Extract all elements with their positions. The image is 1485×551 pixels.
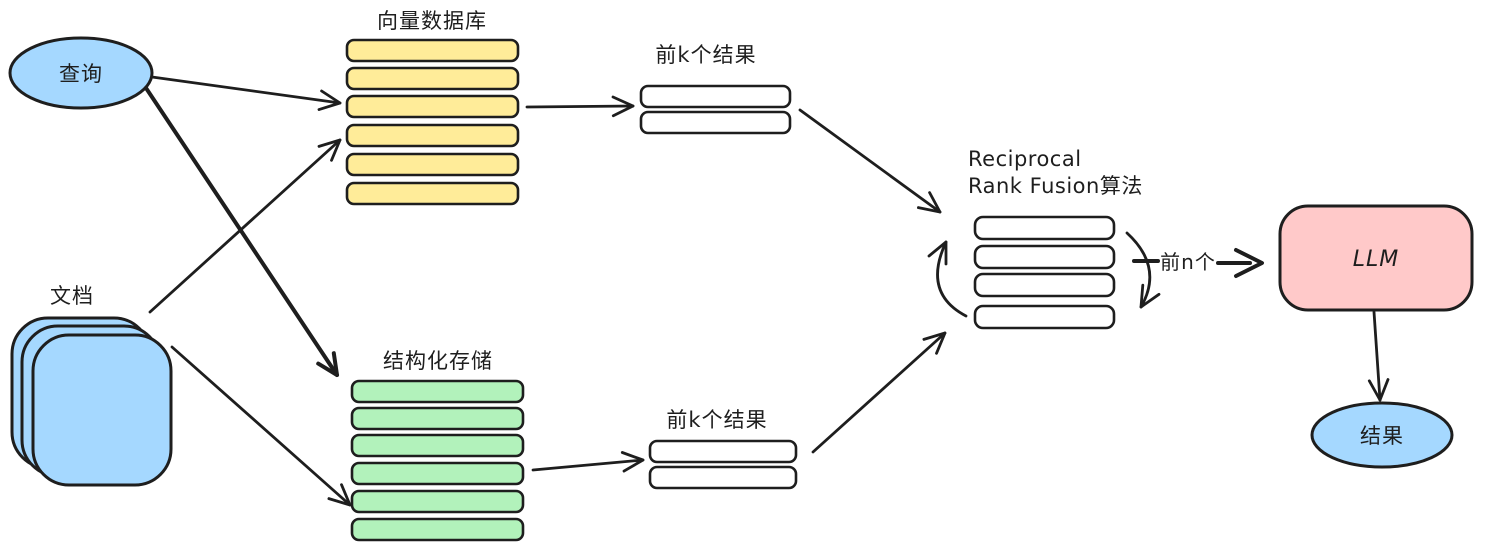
documents-label: 文档: [50, 284, 94, 308]
topk-vector-node: 前k个结果: [639, 43, 792, 135]
topk-structured-bar: [648, 465, 798, 490]
llm-box: [1278, 204, 1474, 312]
rrf-cycle-arrow-left: [927, 240, 968, 318]
vector-db-bar: [345, 38, 520, 63]
query-ellipse: [8, 36, 154, 110]
arrow-topk-structured-to-rrf: [811, 331, 947, 454]
top-n-edge-label: 前n个: [1160, 250, 1216, 274]
rrf-label-line1: Reciprocal: [968, 147, 1082, 171]
vector-db-bar: [345, 123, 520, 148]
vector-db-label: 向量数据库: [377, 9, 487, 33]
rrf-label-line2: Rank Fusion算法: [968, 174, 1143, 198]
structured-storage-node: 结构化存储: [350, 349, 525, 542]
vector-db-bar: [345, 94, 520, 119]
arrow-query-to-vector-db: [150, 75, 342, 111]
documents-node: 文档: [10, 284, 173, 487]
rrf-bar: [973, 215, 1116, 241]
arrow-query-to-structured-storage: [144, 86, 339, 377]
structured-storage-bar: [350, 379, 525, 404]
arrow-documents-to-vector-db: [148, 138, 342, 314]
structured-storage-bar: [350, 433, 525, 458]
result-node: 结果: [1310, 401, 1454, 469]
structured-storage-bar: [350, 489, 525, 514]
vector-db-node: 向量数据库: [345, 9, 520, 206]
document-card-front: [31, 333, 173, 487]
structured-storage-bar: [350, 406, 525, 431]
arrow-topk-vector-to-rrf: [798, 108, 942, 214]
structured-storage-label: 结构化存储: [383, 349, 493, 373]
arrow-llm-to-result: [1367, 310, 1390, 402]
arrow-structured-storage-to-topk: [531, 451, 645, 473]
llm-node: LLM: [1278, 204, 1474, 312]
structured-storage-bar: [350, 461, 525, 486]
rrf-bar: [973, 244, 1116, 270]
rrf-bar: [973, 272, 1116, 298]
rrf-bar: [973, 304, 1116, 330]
topk-vector-label: 前k个结果: [655, 43, 756, 67]
topk-structured-bar: [648, 439, 798, 464]
structured-storage-bar: [350, 517, 525, 542]
vector-db-bar: [345, 66, 520, 91]
topk-vector-bar: [639, 84, 792, 109]
result-ellipse: [1310, 401, 1454, 469]
arrow-documents-to-structured-storage: [170, 345, 352, 507]
topk-structured-label: 前k个结果: [666, 408, 767, 432]
llm-label: LLM: [1353, 247, 1400, 272]
topk-vector-bar: [639, 110, 792, 135]
arrow-rrf-to-llm: [1132, 248, 1264, 278]
result-label: 结果: [1360, 424, 1404, 448]
query-node: 查询: [8, 36, 154, 110]
rrf-node: Reciprocal Rank Fusion算法: [968, 147, 1143, 330]
query-label: 查询: [59, 62, 103, 86]
vector-db-bar: [345, 152, 520, 177]
arrow-vector-db-to-topk: [525, 95, 635, 118]
topk-structured-node: 前k个结果: [648, 408, 798, 490]
rrf-cycle-arrow-right: [1125, 231, 1161, 309]
vector-db-bar: [345, 181, 520, 206]
